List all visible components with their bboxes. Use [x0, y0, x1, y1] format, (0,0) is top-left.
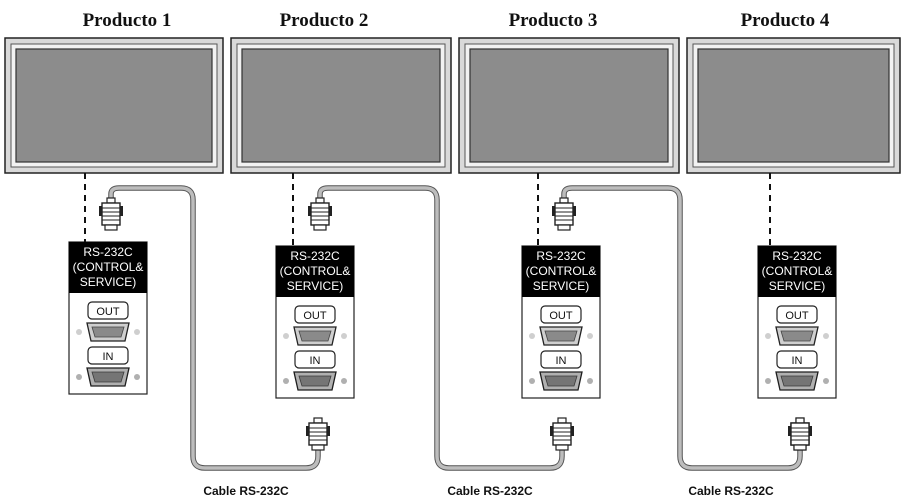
cable-plug-out-icon [98, 197, 124, 231]
in-label: IN [310, 355, 321, 367]
in-label-box [776, 350, 818, 369]
monitor [4, 37, 224, 174]
cable-plug-out-icon [551, 197, 577, 231]
out-label: OUT [785, 310, 809, 322]
products-layer: Producto 1RS-232C(CONTROL&SERVICE)OUTINP… [4, 10, 901, 399]
monitor [230, 37, 452, 174]
monitor-screen [241, 48, 441, 163]
cable-labels-layer: Cable RS-232C Cable RS-232C Cable RS-232C [203, 484, 774, 498]
cable-line [318, 186, 564, 470]
cable-plug-out-icon [307, 197, 333, 231]
product-title: Producto 3 [509, 10, 598, 31]
rs232c-port-panel: RS-232C(CONTROL&SERVICE) OUT IN [275, 245, 355, 399]
panel-title-line: SERVICE) [533, 279, 589, 293]
cable-plug-in-icon [549, 417, 575, 451]
product-title: Producto 2 [280, 10, 369, 31]
product-4: Producto 4 RS-232C(CONTROL&SERVICE) OUT IN [686, 10, 901, 399]
rs232c-port-panel: RS-232C(CONTROL&SERVICE) OUT IN [521, 245, 601, 399]
rs232c-cable [98, 185, 331, 471]
out-label-box [294, 305, 336, 324]
monitor-screen [697, 48, 890, 163]
monitor-screen [469, 48, 669, 163]
in-label-box [540, 350, 582, 369]
cables-layer [98, 185, 813, 471]
out-label: OUT [96, 306, 120, 318]
cable-plug-in-icon [305, 417, 331, 451]
in-label: IN [792, 355, 803, 367]
panel-title-line: SERVICE) [287, 279, 343, 293]
out-label: OUT [549, 310, 573, 322]
in-label: IN [103, 351, 114, 363]
panel-title-line: (CONTROL& [73, 260, 144, 274]
monitor [686, 37, 901, 174]
cable-plug-in-icon [787, 417, 813, 451]
out-label-box [87, 301, 129, 320]
cable-label: Cable RS-232C [447, 484, 533, 498]
rs232c-cable [307, 185, 575, 471]
panel-title-line: RS-232C [772, 249, 822, 263]
cable-line [109, 186, 320, 470]
panel-title-line: RS-232C [83, 245, 133, 259]
in-label-box [87, 346, 129, 365]
in-label: IN [556, 355, 567, 367]
product-title: Producto 4 [741, 10, 830, 31]
cable-label: Cable RS-232C [203, 484, 289, 498]
cable-line [562, 186, 802, 470]
out-label: OUT [303, 310, 327, 322]
panel-title-line: RS-232C [290, 249, 340, 263]
rs232c-cable [551, 185, 813, 471]
rs232c-port-panel: RS-232C(CONTROL&SERVICE) OUT IN [68, 241, 148, 395]
out-label-box [540, 305, 582, 324]
out-label-box [776, 305, 818, 324]
panel-title-line: (CONTROL& [280, 264, 351, 278]
monitor [458, 37, 680, 174]
product-3: Producto 3 RS-232C(CONTROL&SERVICE) OUT IN [458, 10, 680, 399]
panel-title-line: RS-232C [536, 249, 586, 263]
cable-label: Cable RS-232C [688, 484, 774, 498]
panel-title-line: SERVICE) [80, 275, 136, 289]
rs232c-port-panel: RS-232C(CONTROL&SERVICE) OUT IN [757, 245, 837, 399]
product-title: Producto 1 [83, 10, 172, 31]
panel-title-line: SERVICE) [769, 279, 825, 293]
panel-title-line: (CONTROL& [526, 264, 597, 278]
product-1: Producto 1 RS-232C(CONTROL&SERVICE) OUT IN [4, 10, 224, 395]
in-label-box [294, 350, 336, 369]
product-2: Producto 2 RS-232C(CONTROL&SERVICE) OUT IN [230, 10, 452, 399]
monitor-screen [15, 48, 213, 163]
panel-title-line: (CONTROL& [762, 264, 833, 278]
